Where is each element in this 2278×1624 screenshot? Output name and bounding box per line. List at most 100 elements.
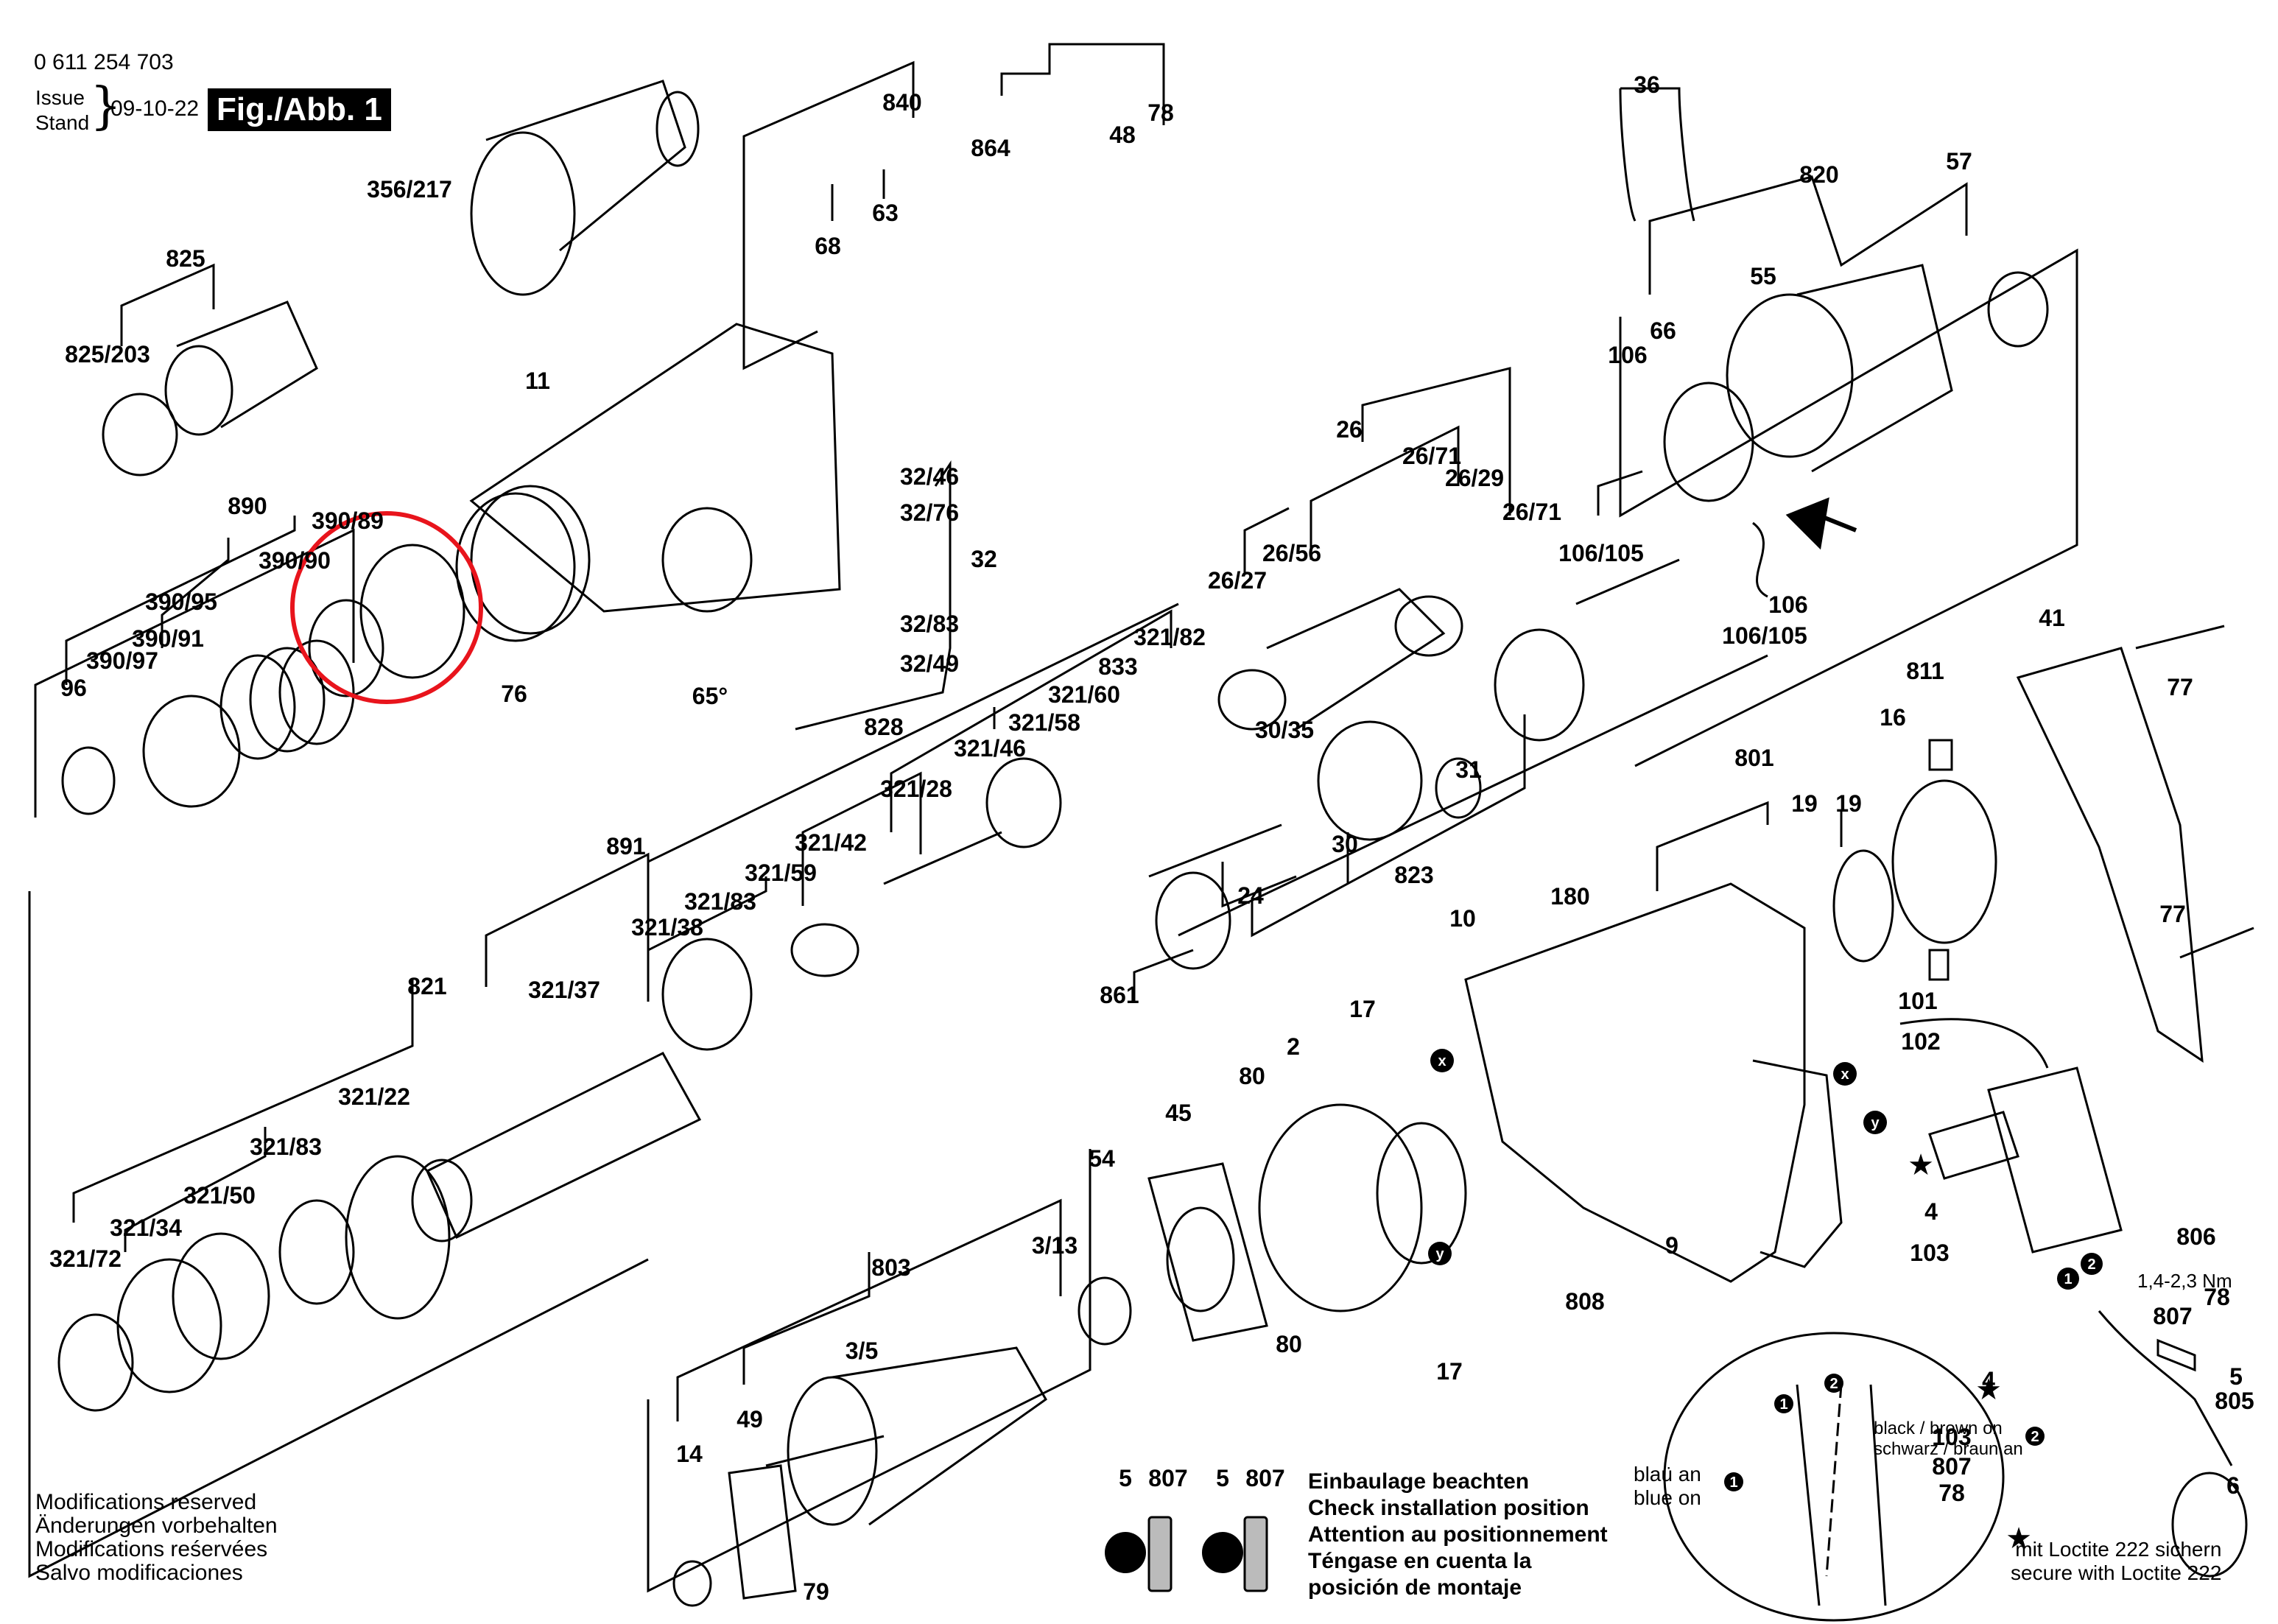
callout-label: 180 [1550,883,1589,910]
callout-label: 3/13 [1032,1232,1078,1259]
issue-date: 09-10-22 [110,96,200,121]
callout-label: 807 [2153,1303,2192,1329]
sds-chuck-drawing [470,80,700,296]
callout-label: 103 [1910,1240,1949,1266]
frame-motor [1178,654,1768,937]
callout-label: 49 [737,1406,763,1433]
callout-label: 803 [871,1254,910,1281]
callout-label: 805 [2215,1388,2254,1414]
connection-markers [1105,1049,2103,1573]
callout-label: 5 [1119,1465,1132,1491]
highlight-circle [290,511,483,704]
callout-label: 26/71 [1402,443,1461,469]
callout-label: 77 [2159,901,2186,927]
callout-label: 32/46 [900,463,959,490]
part-drawings [28,43,2254,1622]
callout-label: 321/60 [1048,681,1120,708]
callout-label: 321/28 [880,776,952,802]
brush-holder-drawing [1832,739,1997,981]
callout-label: 65° [692,683,728,709]
frame-body [742,295,818,370]
torque-note: 1,4-2,3 Nm [2137,1270,2232,1292]
install-ball-icon [1202,1532,1243,1573]
callout-label: 78 [1938,1480,1965,1506]
note-line: mit Loctite 222 sichern [2015,1538,2222,1561]
callout-label: 356/217 [367,176,452,203]
callout-label: 321/46 [954,735,1026,762]
issue-label: Issue [35,86,85,109]
callout-label: 840 [882,89,921,116]
callout-label: 26 [1336,416,1363,443]
marker-x-label: x [1841,1066,1849,1083]
callout-label: 26/29 [1445,465,1504,491]
callout-label: 321/37 [528,977,600,1003]
gear-drawing [57,1155,451,1412]
callout-label: 96 [60,675,87,701]
callout-label: 14 [676,1441,703,1467]
note-line: Änderungen vorbehalten [35,1514,278,1538]
marker-one-icon [2057,1268,2079,1290]
note-line: blue on [1634,1486,1701,1509]
callout-label: 26/56 [1262,540,1321,566]
note-line: posición de montaje [1308,1575,1522,1600]
frame-mid-top [647,602,1179,863]
callout-label: 390/90 [259,547,331,574]
cable-color-note: black / brown on schwarz / braun an [1874,1419,2023,1460]
part-number: 0 611 254 703 [34,50,174,74]
callout-label: 5 [1216,1465,1229,1491]
callout-label: 30 [1332,831,1358,857]
callout-label: 78 [1147,99,1174,126]
callout-label: 106/105 [1722,622,1807,649]
frame-right-top [1619,248,2078,767]
marker-x-label: x [1438,1053,1446,1069]
note-line: secure with Loctite 222 [2011,1561,2222,1584]
callout-label: 26/71 [1502,499,1561,525]
callout-label: 823 [1394,862,1433,888]
bearing-flange-drawing [1575,87,2049,605]
marker-two-icon [2081,1253,2103,1275]
marker-y-icon [1863,1111,1887,1134]
callout-label: 321/59 [745,860,817,886]
callout-label: 828 [864,714,903,740]
callout-label: 390/91 [132,625,204,652]
callout-label: 55 [1750,263,1776,289]
callout-label: 321/83 [684,888,756,915]
issue-brace: } [90,77,122,136]
install-ball-icon [1105,1532,1146,1573]
callout-label: 66 [1650,317,1676,344]
arrow-icon [1785,497,1857,550]
callout-label: 57 [1946,148,1972,175]
callout-label: 106 [1768,591,1807,618]
callout-label: 2 [1287,1033,1300,1060]
callout-label: 106/105 [1558,540,1644,566]
star-icon: ★ [2005,1522,2032,1555]
callout-label: 5 [2229,1363,2243,1390]
callout-label: 321/83 [250,1133,322,1160]
frame-armature [647,1149,1091,1593]
callout-label: 31 [1455,756,1482,783]
callout-label: 811 [1906,658,1944,684]
install-position-drawing [1147,1516,1268,1592]
marker-one-icon [1774,1394,1793,1413]
marker-x-icon [1833,1062,1857,1086]
callout-label: 321/58 [1008,709,1080,736]
spindle-drawing [411,757,1062,1242]
callout-label: 32 [971,546,997,572]
callout-label: 10 [1449,905,1476,932]
callout-label: 103 [1932,1424,1971,1450]
note-line: Attention au positionnement [1308,1522,1608,1547]
marker-two-icon [2025,1427,2045,1446]
callout-label: 80 [1239,1063,1265,1089]
marker-y-label: y [1435,1246,1444,1262]
callout-label: 833 [1098,653,1137,680]
callout-label: 825 [166,245,205,272]
marker-x-icon [1430,1049,1454,1072]
marker-y-icon [1428,1242,1452,1265]
callout-label: 78 [2204,1284,2230,1310]
callout-label: 807 [1932,1453,1971,1480]
figure-title: Fig./Abb. 1 [208,88,391,131]
star-icon: ★ [1975,1374,2002,1406]
callout-label: 30/35 [1255,717,1314,743]
